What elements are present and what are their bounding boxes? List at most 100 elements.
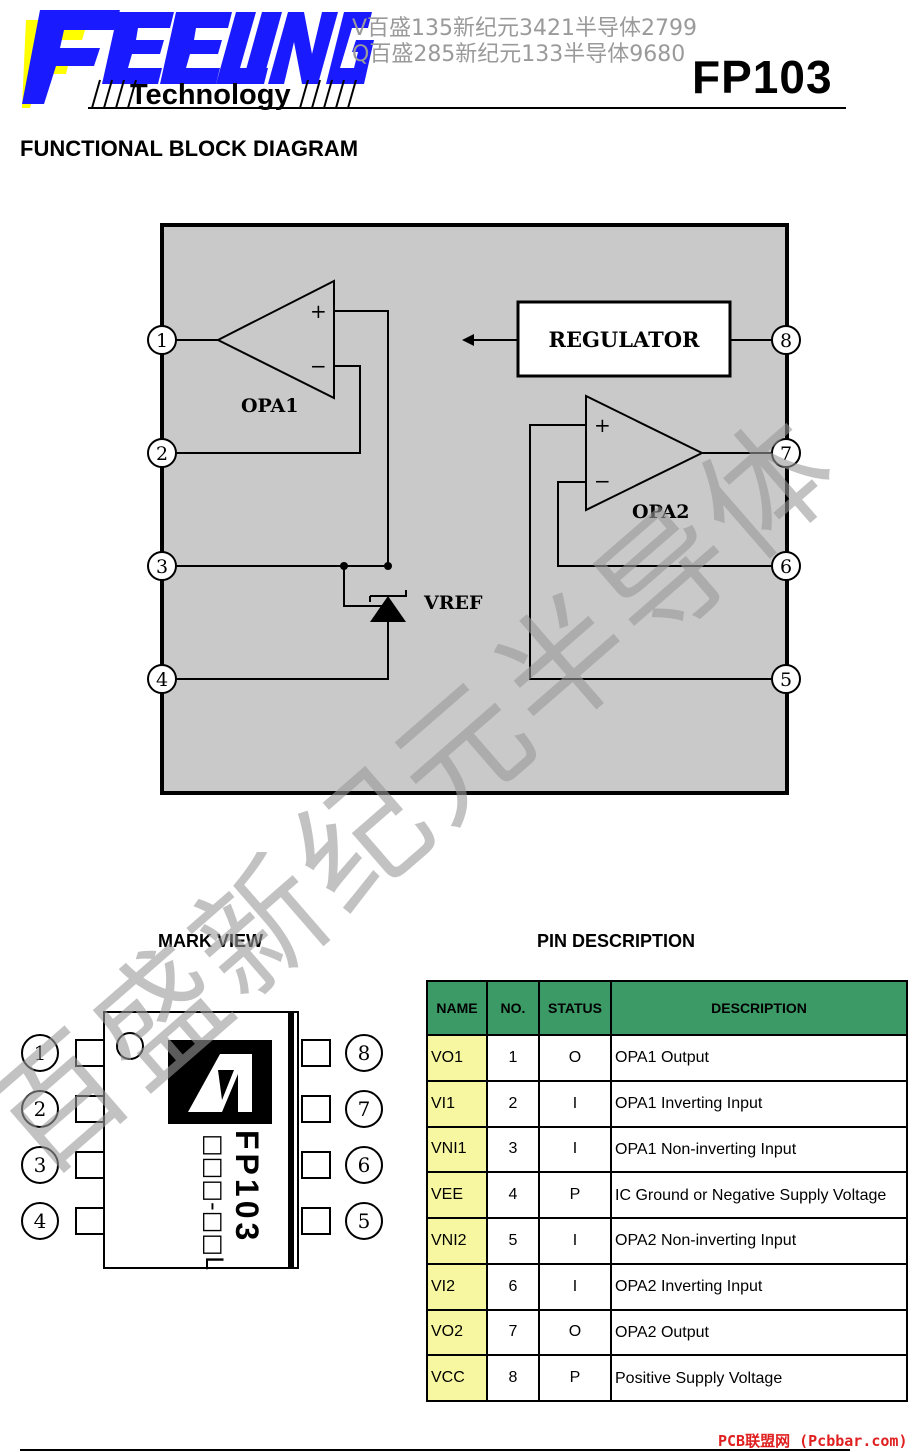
table-header-row: NAME NO. STATUS DESCRIPTION	[426, 980, 908, 1036]
cell-description: Positive Supply Voltage	[610, 1354, 908, 1402]
cell-no: 6	[486, 1262, 540, 1311]
cell-name: VI1	[426, 1079, 488, 1128]
header-name: NAME	[426, 980, 488, 1036]
svg-text:2: 2	[156, 443, 168, 465]
cell-description: OPA1 Inverting Input	[610, 1079, 908, 1128]
table-row: VO2 7 O OPA2 Output	[426, 1308, 908, 1357]
svg-text:3: 3	[156, 556, 168, 578]
svg-text:8: 8	[780, 330, 792, 352]
opa2-plus: +	[594, 413, 611, 437]
cell-name: VI2	[426, 1262, 488, 1311]
svg-text:8: 8	[358, 1041, 371, 1065]
cell-name: VEE	[426, 1171, 488, 1219]
table-row: VO1 1 O OPA1 Output	[426, 1034, 908, 1082]
junction-dot	[384, 562, 392, 570]
header-no: NO.	[486, 980, 540, 1036]
mark-pin-7: 7	[345, 1090, 383, 1128]
pin-6-marker: 6	[771, 551, 801, 581]
pin-8-marker: 8	[771, 325, 801, 355]
mark-view-title: MARK VIEW	[158, 931, 263, 951]
cell-no: 3	[486, 1125, 540, 1174]
cell-no: 8	[486, 1354, 540, 1402]
mark-pin-4: 4	[21, 1202, 59, 1240]
wiring	[176, 310, 772, 680]
regulator-label: REGULATOR	[549, 327, 701, 352]
cell-name: VO2	[426, 1308, 488, 1357]
logo-subtitle: Technology	[130, 79, 291, 111]
cell-name: VNI2	[426, 1217, 488, 1265]
svg-text:5: 5	[358, 1209, 371, 1233]
cell-description: OPA2 Inverting Input	[610, 1262, 908, 1311]
cell-description: IC Ground or Negative Supply Voltage	[610, 1171, 908, 1219]
table-row: VI2 6 I OPA2 Inverting Input	[426, 1262, 908, 1311]
opa1-minus: −	[310, 354, 327, 378]
pin-4-marker: 4	[147, 664, 177, 694]
header-status: STATUS	[538, 980, 612, 1036]
block-diagram-title: FUNCTIONAL BLOCK DIAGRAM	[20, 136, 359, 161]
svg-text:7: 7	[358, 1097, 371, 1121]
cell-status: I	[538, 1217, 612, 1265]
cell-name: VCC	[426, 1354, 488, 1402]
functional-block-diagram: + − OPA1 + − OPA2 REGULATOR VREF 1 2 3 4…	[147, 223, 801, 795]
cell-name: VNI1	[426, 1125, 488, 1174]
opa1-label: OPA1	[241, 395, 298, 417]
svg-text:1: 1	[34, 1041, 47, 1065]
cell-description: OPA1 Non-inverting Input	[610, 1125, 908, 1174]
table-row: VCC 8 P Positive Supply Voltage	[426, 1354, 908, 1402]
mark-pin-1: 1	[21, 1034, 59, 1072]
header-watermark-line-2: Q百盛285新纪元133半导体9680	[352, 42, 686, 67]
pin-7-marker: 7	[771, 438, 801, 468]
mark-pin-3: 3	[21, 1146, 59, 1184]
svg-text:4: 4	[156, 669, 168, 691]
cell-status: P	[538, 1354, 612, 1402]
mark-pin-8: 8	[345, 1034, 383, 1072]
cell-name: VO1	[426, 1034, 488, 1082]
regulator-arrow-icon	[462, 334, 474, 346]
part-number: FP103	[692, 51, 833, 103]
cell-no: 2	[486, 1079, 540, 1128]
mark-pin-2: 2	[21, 1090, 59, 1128]
cell-status: I	[538, 1262, 612, 1311]
mark-view-package: FP103 □□□-□□L 1 2 3 4 8 7 6 5	[21, 1011, 383, 1270]
regulator-box	[516, 300, 732, 378]
cell-status: O	[538, 1308, 612, 1357]
opa2-triangle	[585, 394, 705, 512]
svg-text:6: 6	[358, 1153, 371, 1177]
header-watermark-line-1: V百盛135新纪元3421半导体2799	[352, 16, 698, 41]
cell-description: OPA2 Output	[610, 1308, 908, 1357]
svg-text:1: 1	[156, 330, 168, 352]
package-logo-icon	[168, 1040, 272, 1124]
pin-3-marker: 3	[147, 551, 177, 581]
table-row: VNI1 3 I OPA1 Non-inverting Input	[426, 1125, 908, 1174]
cell-status: I	[538, 1125, 612, 1174]
opa1-plus: +	[310, 299, 327, 323]
table-row: VI1 2 I OPA1 Inverting Input	[426, 1079, 908, 1128]
mark-pin-6: 6	[345, 1146, 383, 1184]
package-part-marking: FP103	[229, 1130, 265, 1244]
cell-status: I	[538, 1079, 612, 1128]
opa2-label: OPA2	[632, 501, 689, 523]
cell-status: O	[538, 1034, 612, 1082]
cell-description: OPA2 Non-inverting Input	[610, 1217, 908, 1265]
vref-label: VREF	[423, 592, 483, 614]
header-description: DESCRIPTION	[610, 980, 908, 1036]
pin1-dot-icon	[116, 1032, 144, 1060]
package-edge	[288, 1012, 294, 1268]
cell-status: P	[538, 1171, 612, 1219]
footer-rule	[20, 1449, 850, 1451]
vref-zener-icon	[369, 590, 407, 622]
pin-5-marker: 5	[771, 664, 801, 694]
pin-1-marker: 1	[147, 325, 177, 355]
table-row: VEE 4 P IC Ground or Negative Supply Vol…	[426, 1171, 908, 1219]
cell-no: 7	[486, 1308, 540, 1357]
svg-text:6: 6	[780, 556, 792, 578]
table-row: VNI2 5 I OPA2 Non-inverting Input	[426, 1217, 908, 1265]
package-date-code: □□□-□□L	[200, 1134, 228, 1270]
svg-text:5: 5	[780, 669, 792, 691]
opa1-triangle	[215, 279, 335, 400]
pin-description-table: NAME NO. STATUS DESCRIPTION VO1 1 O OPA1…	[426, 980, 908, 1402]
junction-dot	[340, 562, 348, 570]
cell-description: OPA1 Output	[610, 1034, 908, 1082]
svg-text:3: 3	[34, 1153, 47, 1177]
footer-credit: PCB联盟网 (Pcbbar.com)	[718, 1432, 908, 1450]
